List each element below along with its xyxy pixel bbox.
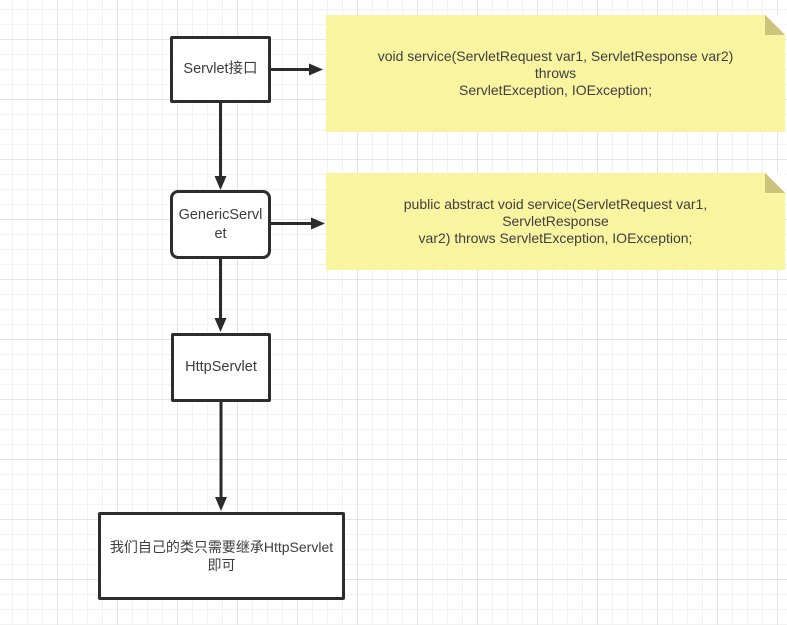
arrow-head-icon xyxy=(214,176,227,190)
arrow-servlet-to-note[interactable] xyxy=(271,63,323,76)
node-servlet-interface[interactable]: Servlet接口 xyxy=(170,36,271,103)
arrow-head-icon xyxy=(311,217,325,230)
node-label-line: et xyxy=(214,225,227,242)
arrow-head-icon xyxy=(214,318,227,332)
folded-corner-icon xyxy=(765,173,785,193)
node-custom-class[interactable]: 我们自己的类只需要继承HttpServlet 即可 xyxy=(98,512,345,600)
arrow-generic-to-note[interactable] xyxy=(271,217,325,230)
node-generic-servlet[interactable]: GenericServl et xyxy=(170,190,271,259)
arrow-servlet-to-generic[interactable] xyxy=(214,103,227,190)
note-text-line: var2) throws ServletException, IOExcepti… xyxy=(418,230,693,246)
node-label: Servlet接口 xyxy=(183,61,258,77)
sticky-note-abstract-service-method[interactable]: public abstract void service(ServletRequ… xyxy=(326,173,785,270)
note-text-line: ServletException, IOException; xyxy=(459,82,652,98)
arrow-head-icon xyxy=(215,497,227,511)
arrow-http-to-custom[interactable] xyxy=(215,402,227,511)
arrow-head-icon xyxy=(309,63,323,76)
node-http-servlet[interactable]: HttpServlet xyxy=(171,333,271,402)
node-label-line: 即可 xyxy=(207,557,236,573)
note-text-line: void service(ServletRequest var1, Servle… xyxy=(377,48,734,81)
note-text-line: public abstract void service(ServletRequ… xyxy=(403,196,708,229)
arrow-generic-to-http[interactable] xyxy=(214,259,227,332)
node-label-line: 我们自己的类只需要继承HttpServlet xyxy=(109,539,334,555)
node-label: HttpServlet xyxy=(185,359,257,375)
sticky-note-service-method[interactable]: void service(ServletRequest var1, Servle… xyxy=(326,15,785,132)
folded-corner-icon xyxy=(765,15,785,35)
node-label-line: GenericServl xyxy=(178,206,263,223)
